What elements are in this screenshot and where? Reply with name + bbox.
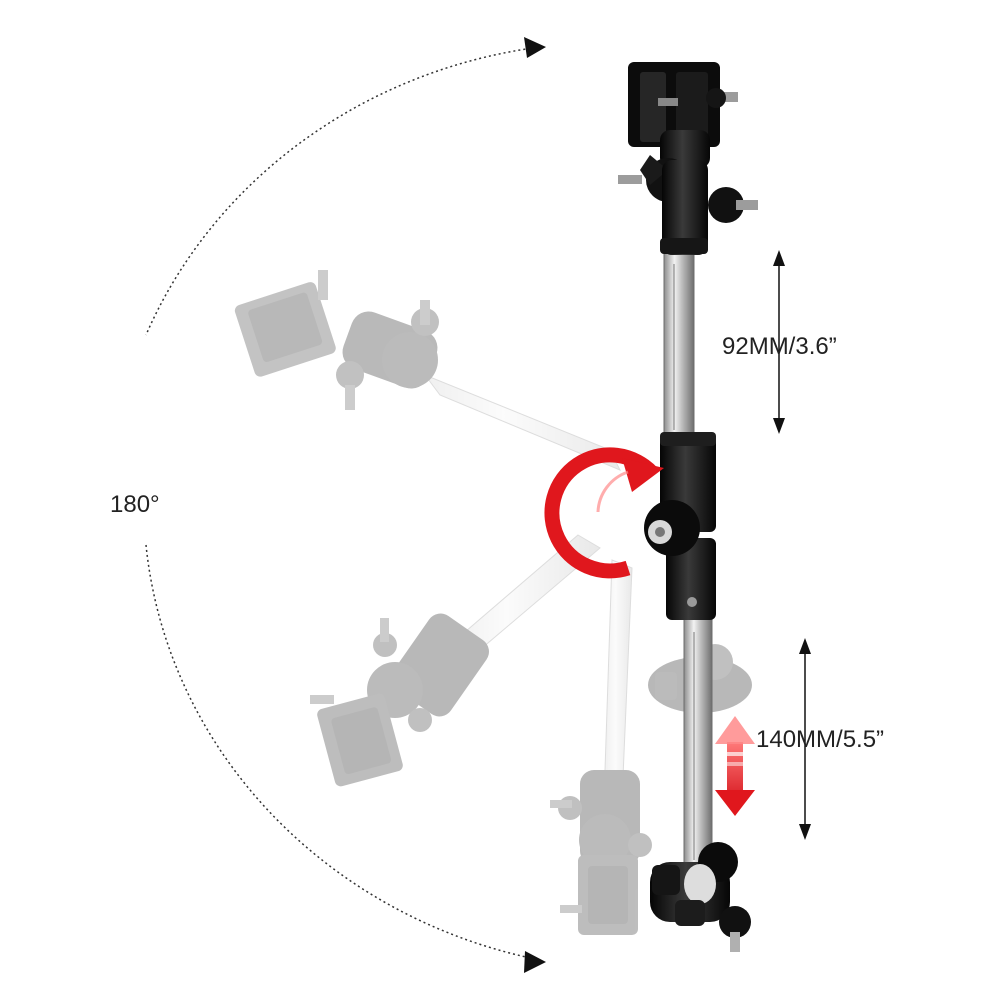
arc-top-arrowhead-icon [524, 37, 546, 58]
curved-rotate-arrow-icon [544, 447, 664, 579]
bottom-clamp [650, 842, 751, 952]
rotation-angle-label: 180° [110, 491, 160, 518]
top-clamp [618, 62, 758, 255]
double-vertical-arrow-icon [715, 716, 755, 816]
rotation-arc [145, 37, 546, 973]
arc-bottom-arrowhead-icon [524, 951, 546, 973]
main-pole [663, 247, 713, 875]
upper-extension-label: 92MM/3.6” [722, 333, 837, 360]
ghost-arm-upper-left [234, 270, 622, 471]
upper-dimension-arrow-icon [773, 250, 785, 434]
ghost-arm-lower-left [310, 534, 601, 787]
lower-dimension-arrow-icon [799, 638, 811, 840]
central-joint [644, 432, 716, 620]
ghost-arm-lower [550, 559, 652, 935]
lower-extension-label: 140MM/5.5” [756, 726, 885, 753]
